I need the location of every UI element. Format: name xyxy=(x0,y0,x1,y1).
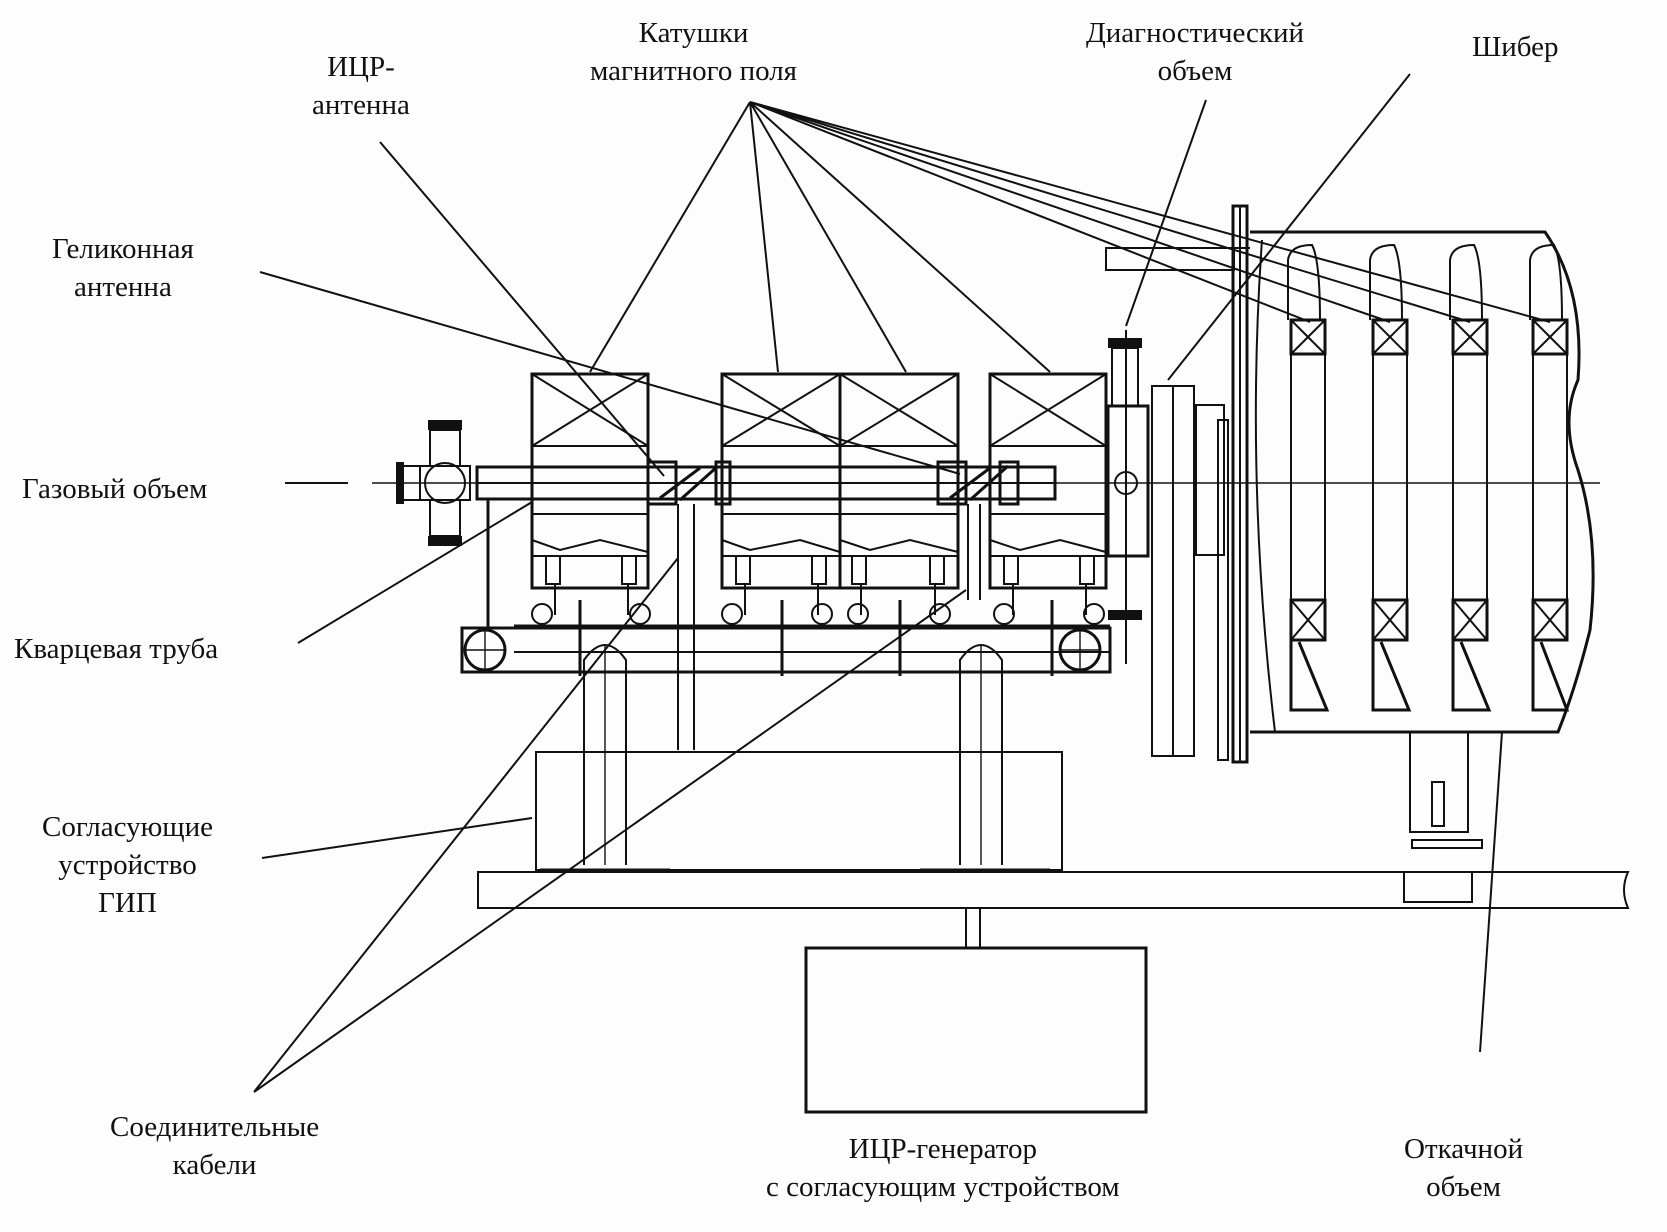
label-gas-volume-line1: Газовый объем xyxy=(22,473,208,505)
label-icr-antenna-line1: ИЦР- xyxy=(327,51,395,83)
pumping-volume-leader xyxy=(1479,731,1503,1053)
flange xyxy=(1231,204,1249,764)
coil-1 xyxy=(530,372,650,590)
cables-leader xyxy=(253,557,967,1093)
label-diagnostic-line1: Диагностический xyxy=(1086,17,1305,49)
base-plate xyxy=(477,868,1630,909)
quartz-tube-leader xyxy=(297,501,533,644)
right-coil-3 xyxy=(1449,243,1492,712)
icr-antenna-leader xyxy=(379,141,665,477)
label-cables-line1: Соединительные xyxy=(110,1111,320,1143)
helicon-antenna-leader xyxy=(259,271,961,475)
label-coils: Катушки магнитного поля xyxy=(590,14,797,90)
right-coil-2 xyxy=(1369,243,1412,712)
label-icr-generator-line2: с согласующим устройством xyxy=(766,1171,1120,1203)
label-matching-line1: Согласующие xyxy=(42,811,213,843)
label-pumping-line2: объем xyxy=(1426,1171,1501,1203)
label-gate-valve-line1: Шибер xyxy=(1472,31,1559,63)
label-icr-generator: ИЦР-генератор с согласующим устройством xyxy=(766,1130,1120,1206)
label-coils-line2: магнитного поля xyxy=(590,55,798,87)
label-matching-line2: устройство xyxy=(58,849,197,881)
right-coil-4 xyxy=(1529,243,1570,712)
icr-generator-box xyxy=(804,908,1148,1114)
label-quartz-tube: Кварцевая труба xyxy=(14,630,218,668)
label-icr-antenna: ИЦР- антенна xyxy=(312,48,410,124)
helicon-matching-device xyxy=(535,751,1063,871)
label-matching-device: Согласующие устройство ГИП xyxy=(42,808,213,922)
support-rail xyxy=(460,600,1112,676)
label-diagnostic-line2: объем xyxy=(1157,55,1233,87)
support-columns xyxy=(583,504,1003,865)
label-gas-volume: Газовый объем xyxy=(22,470,207,508)
pumping-coils xyxy=(1287,243,1570,712)
label-helicon-line2: антенна xyxy=(73,271,172,303)
label-helicon-line1: Геликонная xyxy=(52,233,194,265)
label-diagnostic-volume: Диагностический объем xyxy=(1086,14,1304,90)
label-cables: Соединительные кабели xyxy=(110,1108,319,1184)
coil-4 xyxy=(988,372,1108,590)
pump-support xyxy=(1403,731,1483,903)
label-gate-valve: Шибер xyxy=(1472,28,1559,66)
diagnostic-volume xyxy=(1106,330,1150,664)
label-quartz-tube-line1: Кварцевая труба xyxy=(14,633,219,665)
matching-device-leader xyxy=(261,817,533,859)
gate-valve-leader xyxy=(1167,73,1411,381)
label-cables-line2: кабели xyxy=(172,1149,257,1181)
right-coil-1 xyxy=(1287,243,1330,712)
leader-lines xyxy=(253,73,1551,1093)
label-coils-line1: Катушки xyxy=(638,17,749,49)
coil-supports xyxy=(545,555,1095,615)
label-icr-antenna-line2: антенна xyxy=(312,89,410,121)
gas-volume-fitting xyxy=(396,420,471,546)
label-pumping-volume: Откачной объем xyxy=(1404,1130,1523,1206)
label-matching-line3: ГИП xyxy=(98,887,157,919)
label-icr-generator-line1: ИЦР-генератор xyxy=(848,1133,1037,1165)
gate-valve xyxy=(1151,385,1229,761)
label-helicon-antenna: Геликонная антенна xyxy=(52,230,194,306)
coils-leader xyxy=(589,101,1551,373)
label-pumping-line1: Откачной xyxy=(1404,1133,1524,1165)
diagnostic-leader xyxy=(1125,99,1207,327)
